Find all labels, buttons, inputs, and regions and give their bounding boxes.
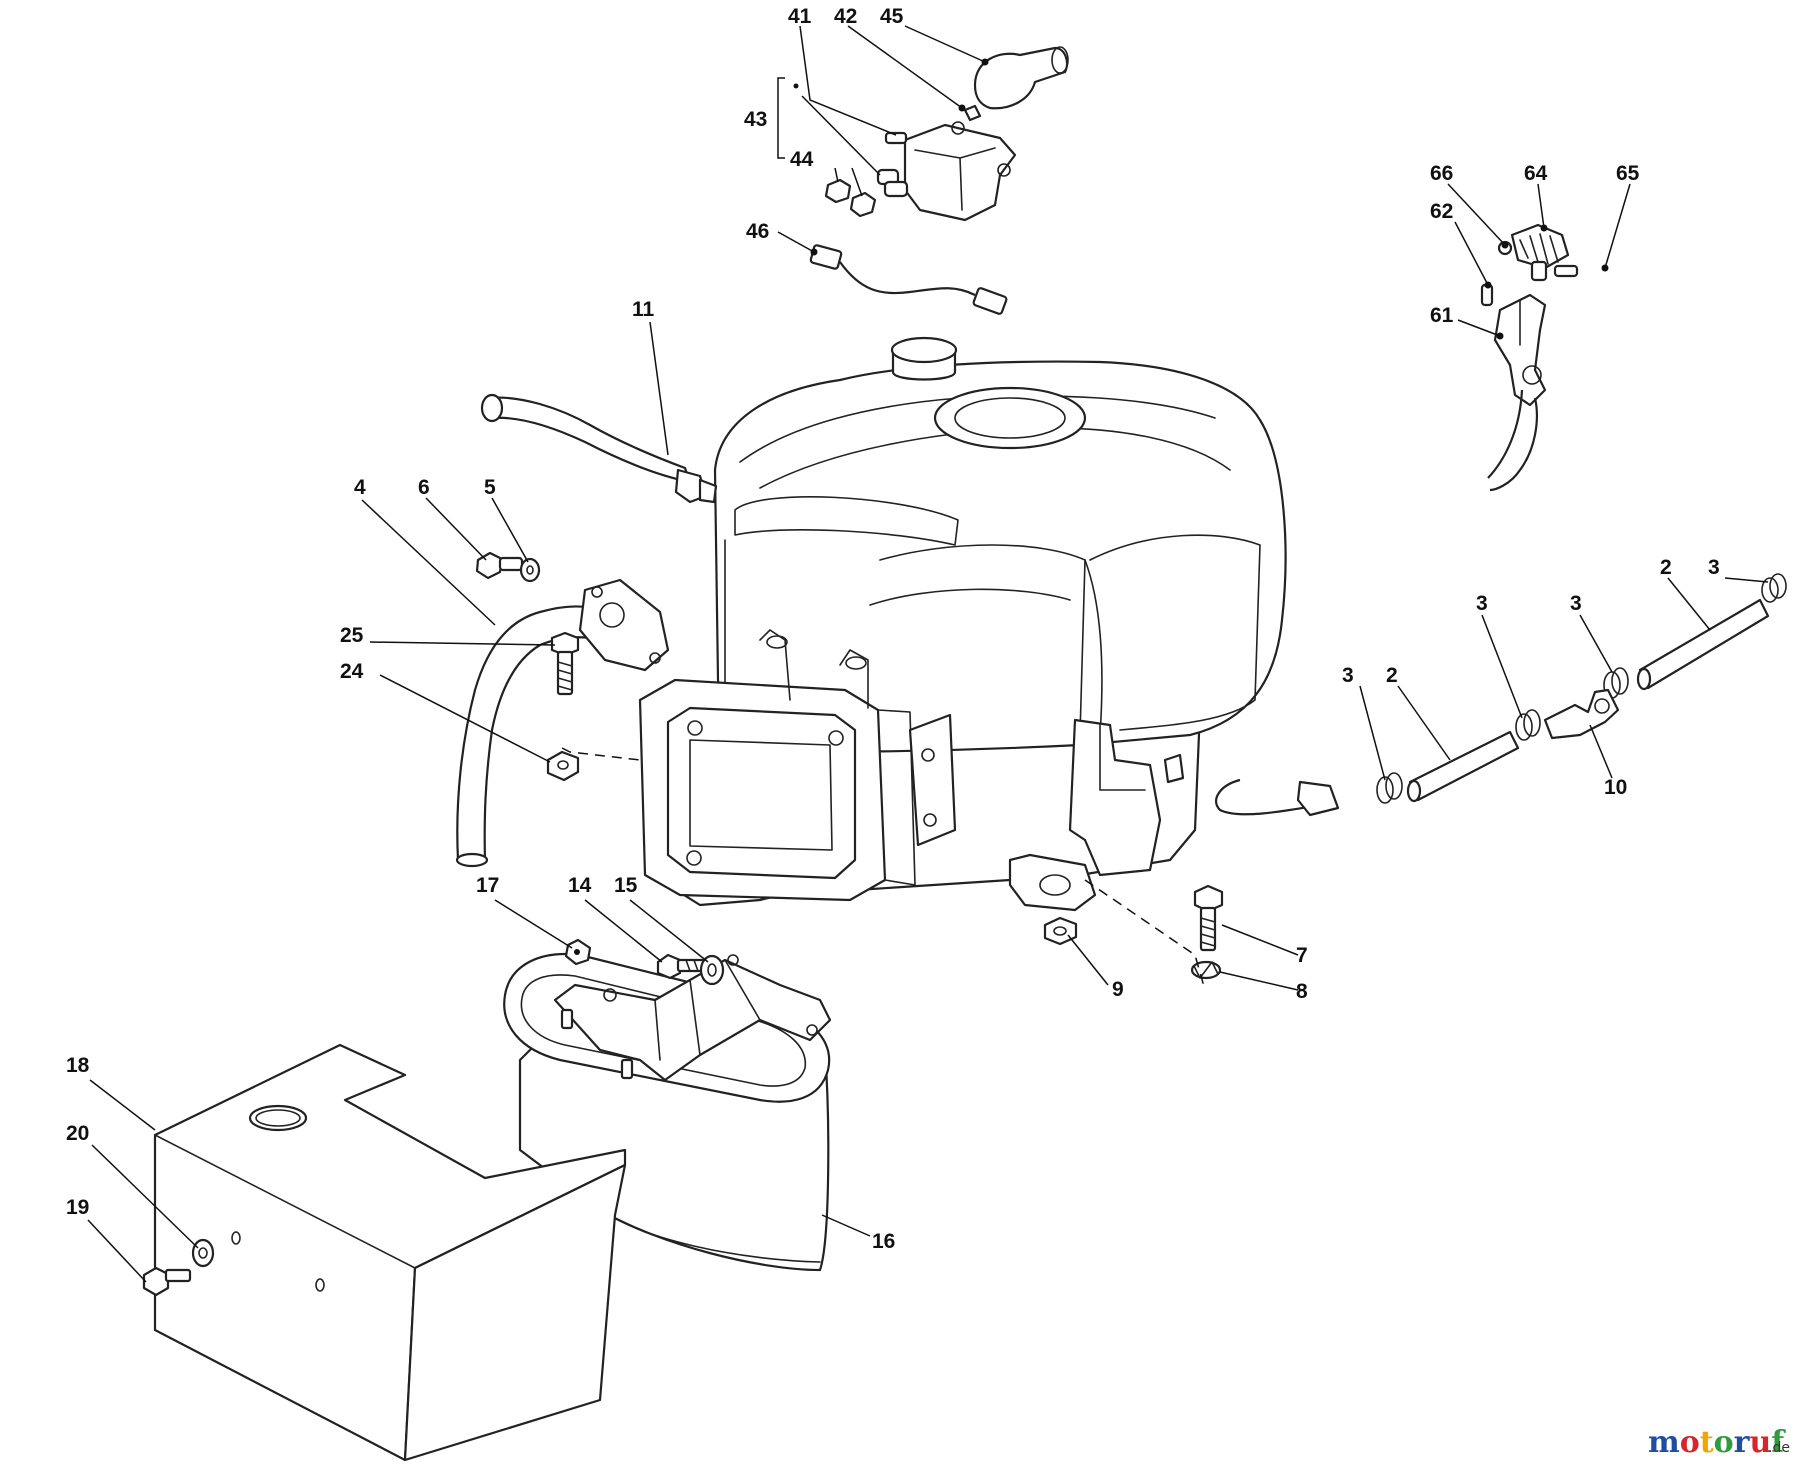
- callout-15: 15: [614, 874, 638, 897]
- callout-24: 24: [340, 660, 364, 683]
- throttle-control: [1480, 223, 1579, 492]
- wire-harness: [809, 244, 1008, 315]
- engine-block: [638, 336, 1340, 912]
- callout-7: 7: [1296, 944, 1308, 967]
- callout-62: 62: [1430, 200, 1453, 223]
- callout-19: 19: [66, 1196, 89, 1219]
- callout-3c: 3: [1570, 592, 1582, 615]
- watermark-letter: o: [1714, 1425, 1734, 1460]
- watermark-suffix: .de: [1768, 1440, 1790, 1456]
- callout-25: 25: [340, 624, 364, 647]
- bolt-19: [142, 1266, 192, 1297]
- callout-3a: 3: [1342, 664, 1354, 687]
- callout-14: 14: [568, 874, 592, 897]
- leader-lines: [87, 25, 1769, 1283]
- callout-3b: 3: [1476, 592, 1488, 615]
- watermark-letter: m: [1648, 1425, 1680, 1460]
- callout-6: 6: [418, 476, 430, 499]
- clip-nut-17: [564, 938, 592, 966]
- callout-17: 17: [476, 874, 499, 897]
- bolt-14: [656, 953, 706, 980]
- callout-16: 16: [872, 1230, 895, 1253]
- callout-61: 61: [1430, 304, 1454, 327]
- heat-shield: [153, 1043, 627, 1462]
- watermark-letter: t: [1700, 1425, 1714, 1460]
- callout-41: 41: [788, 5, 812, 28]
- bolt-25: [550, 631, 580, 696]
- callout-43: 43: [744, 108, 767, 131]
- callout-11: 11: [632, 298, 655, 321]
- watermark-letter: r: [1734, 1425, 1751, 1460]
- callout-10: 10: [1604, 776, 1627, 799]
- callout-42: 42: [834, 5, 857, 28]
- callout-2b: 2: [1660, 556, 1672, 579]
- fuel-line: [1376, 573, 1787, 804]
- callout-45: 45: [880, 5, 904, 28]
- breather-hose: [480, 393, 718, 504]
- washer-5: [519, 557, 541, 583]
- bolt-7: [1193, 884, 1224, 952]
- watermark-logo: motoruf .de: [1648, 1425, 1790, 1460]
- bolt-6: [475, 551, 524, 580]
- callout-46: 46: [746, 220, 769, 243]
- callout-64: 64: [1524, 162, 1548, 185]
- callout-44: 44: [790, 148, 814, 171]
- callout-20: 20: [66, 1122, 89, 1145]
- callout-4: 4: [354, 476, 366, 499]
- watermark-letter: u: [1749, 1425, 1771, 1460]
- washer-20: [191, 1238, 215, 1268]
- callout-65: 65: [1616, 162, 1640, 185]
- callout-9: 9: [1112, 978, 1124, 1001]
- solenoid-assembly: [793, 46, 1069, 222]
- callout-5: 5: [484, 476, 496, 499]
- nut-24: [546, 750, 580, 782]
- washer-15: [699, 954, 725, 986]
- callout-labels: 41 42 45 43 44 46 66 64 65 62 61 11 4 6 …: [66, 5, 1720, 1253]
- washer-8: [1190, 960, 1222, 980]
- callout-66: 66: [1430, 162, 1453, 185]
- nut-9: [1043, 916, 1078, 946]
- callout-3d: 3: [1708, 556, 1720, 579]
- callout-8: 8: [1296, 980, 1308, 1003]
- exhaust-pipe: [455, 578, 670, 868]
- watermark-brand: motoruf: [1648, 1425, 1786, 1460]
- callout-2a: 2: [1386, 664, 1398, 687]
- watermark-letter: o: [1680, 1425, 1700, 1460]
- callout-18: 18: [66, 1054, 90, 1077]
- watermark-letter: f: [1771, 1425, 1786, 1460]
